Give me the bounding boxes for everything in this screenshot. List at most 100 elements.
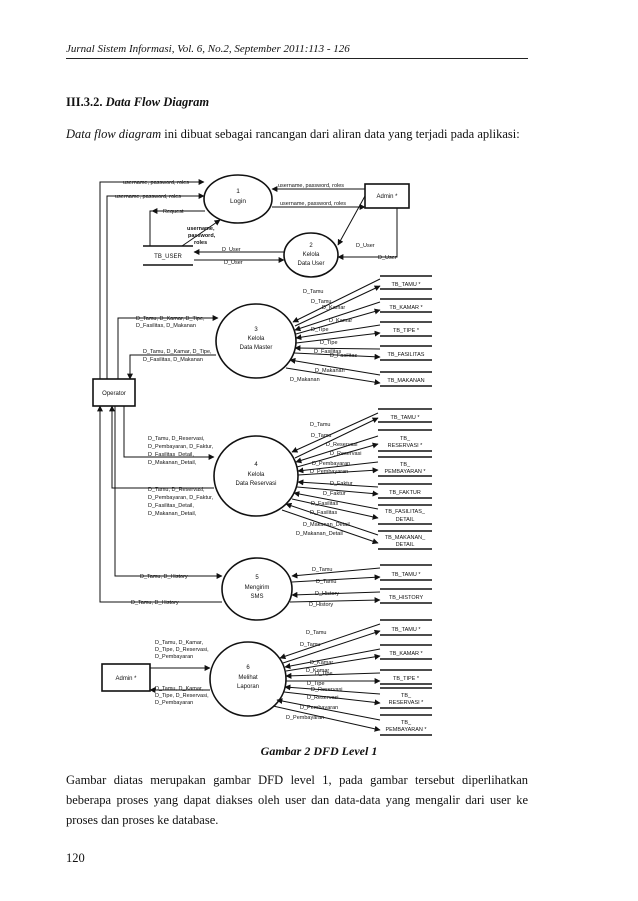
- store-reservasi-tb-makanan-detail: TB_MAKANAN_ DETAIL: [378, 530, 432, 550]
- store-reservasi-tb-pembayaran: TB_ PEMBAYARAN *: [378, 456, 432, 477]
- flow-label-m-10: D_Makanan: [290, 377, 320, 383]
- flow-label-m-2: D_Tamu: [311, 299, 331, 305]
- intro-paragraph: Data flow diagram ini dibuat sebagai ran…: [66, 124, 528, 144]
- flow-label-r-10: D_Fasilitas: [310, 510, 337, 516]
- flow-label-op-r-3: D_Fasilitas_Detail,: [148, 452, 194, 458]
- flow-label-op-m-3: D_Tamu, D_Kamar, D_Tipe,: [143, 349, 212, 355]
- flow-label-op-m-4: D_Fasilitas, D_Makanan: [143, 357, 203, 363]
- store-laporan-tb-pembayaran: TB_ PEMBAYARAN *: [380, 714, 432, 736]
- flow-label-l-6: D_Tipe: [307, 681, 325, 687]
- process-6-name-2: Laporan: [237, 684, 259, 690]
- store-reservasi-tb-faktur: TB_FAKTUR: [378, 483, 432, 499]
- flow-label-op-s-1: D_Tamu, D_History: [140, 574, 188, 580]
- intro-text: ini dibuat sebagai rancangan dari aliran…: [161, 127, 520, 141]
- process-5-name-1: Mengirim: [245, 585, 270, 591]
- flow-label-l-9: D_Pembayaran: [300, 705, 338, 711]
- process-6-number: 6: [246, 665, 250, 671]
- flow-label-l-4: D_Kamar: [306, 668, 329, 674]
- flow-label-bold-3: roles: [194, 240, 207, 246]
- flow-label-op-r-2: D_Pembayaran, D_Faktur,: [148, 444, 214, 450]
- store-reservasi-tb-pembayaran-label-2: PEMBAYARAN *: [384, 469, 426, 475]
- flow-label-duser-1: D_User: [222, 247, 241, 253]
- process-2-name-1: Kelola: [303, 252, 320, 258]
- store-laporan-tb-pembayaran-label-2: PEMBAYARAN *: [385, 727, 427, 733]
- store-master-tb-fasilitas: TB_FASILITAS: [380, 345, 432, 361]
- flow-label-l-5: D_Tipe: [315, 671, 333, 677]
- process-3-name-2: Data Master: [240, 345, 273, 351]
- entity-operator-label: Operator: [102, 391, 126, 397]
- store-reservasi-tb-fasilitas-detail-label-1: TB_FASILITAS_: [385, 509, 426, 515]
- store-reservasi-tb-tamu: TB_TAMU *: [378, 408, 432, 423]
- process-3-number: 3: [254, 327, 258, 333]
- store-laporan-tb-tipe: TB_TIPE *: [380, 669, 432, 685]
- process-4-number: 4: [254, 462, 258, 468]
- flow-label-r-5: D_Pembayaran: [312, 461, 350, 467]
- process-1-login: 1 Login: [203, 174, 273, 224]
- store-reservasi-tb-faktur-label: TB_FAKTUR: [389, 490, 421, 496]
- process-4-kelola-data-reservasi: 4 Kelola Data Reservasi: [213, 435, 299, 517]
- store-reservasi-tb-reservasi-label-2: RESERVASI *: [388, 443, 424, 449]
- flow-label-duser-3: D_User: [356, 243, 375, 249]
- process-2-number: 2: [309, 243, 313, 249]
- flow-label-ad-l-3: D_Pembayaran: [155, 654, 193, 660]
- flow-label-l-3: D_Kamar: [310, 660, 333, 666]
- process-5-name-2: SMS: [250, 594, 263, 600]
- flow-label-op-r-5: D_Tamu, D_Reservasi,: [148, 487, 205, 493]
- flow-label-op-r-8: D_Makanan_Detail,: [148, 511, 197, 517]
- flow-label-ad-l-1: D_Tamu, D_Kamar,: [155, 640, 203, 646]
- flow-label-l-7: D_Reservasi: [311, 687, 342, 693]
- flow-label-op-r-7: D_Fasilitas_Detail,: [148, 503, 194, 509]
- store-laporan-tb-kamar: TB_KAMAR *: [380, 644, 432, 660]
- store-tb-user-label: TB_USER: [154, 254, 182, 260]
- flow-label-l-2: D_Tamu: [300, 642, 320, 648]
- intro-italic-term: Data flow diagram: [66, 127, 162, 141]
- store-master-tb-tamu: TB_TAMU *: [380, 275, 432, 290]
- store-reservasi-tb-fasilitas-detail-label-2: DETAIL: [396, 517, 415, 523]
- flow-label-r-12: D_Makanan_Detail: [296, 531, 343, 537]
- store-master-tb-kamar: TB_KAMAR *: [380, 298, 432, 313]
- flow-label-duser-4: D_User: [378, 255, 397, 261]
- store-master-tb-fasilitas-label: TB_FASILITAS: [388, 352, 425, 358]
- flow-label-op-r-1: D_Tamu, D_Reservasi,: [148, 436, 205, 442]
- process-3-kelola-data-master: 3 Kelola Data Master: [215, 303, 297, 379]
- flow-label-s-4: D_History: [309, 602, 333, 608]
- page-number: 120: [66, 851, 85, 865]
- flow-label-l-10: D_Pembayaran: [286, 715, 324, 721]
- process-6-melihat-laporan: 6 Melihat Laporan: [209, 641, 287, 717]
- flow-label-s-2: D_Tamu: [316, 579, 336, 585]
- section-number: III.3.2.: [66, 95, 103, 109]
- entity-admin-top: Admin *: [364, 183, 410, 209]
- entity-admin-top-label: Admin *: [376, 194, 398, 200]
- store-master-tb-tipe: TB_TIPE *: [380, 321, 432, 337]
- entity-operator: Operator: [92, 378, 136, 407]
- store-reservasi-tb-reservasi: TB_ RESERVASI *: [378, 429, 432, 452]
- entity-admin-bottom: Admin *: [101, 663, 151, 692]
- flow-label-r-4: D_Reservasi: [330, 451, 361, 457]
- store-sms-tb-history-label: TB_HISTORY: [389, 595, 424, 601]
- store-reservasi-tb-reservasi-label-1: TB_: [400, 436, 411, 442]
- store-laporan-tb-tipe-label: TB_TIPE *: [393, 676, 420, 682]
- store-reservasi-tb-pembayaran-label-1: TB_: [400, 462, 411, 468]
- section-title: Data Flow Diagram: [105, 95, 210, 109]
- process-2-kelola-data-user: 2 Kelola Data User: [283, 232, 339, 278]
- flow-label-m-5: D_Tipe: [311, 327, 329, 333]
- flow-label-m-6: D_Tipe: [320, 340, 338, 346]
- flow-label-r-2: D_Tamu: [311, 433, 331, 439]
- process-5-number: 5: [255, 575, 259, 581]
- flow-label-ad-l-5: D_Tipe, D_Reservasi,: [155, 693, 209, 699]
- store-laporan-tb-reservasi: TB_ RESERVASI *: [380, 687, 432, 709]
- process-2-name-2: Data User: [297, 261, 324, 267]
- flow-label-request: Request: [163, 209, 184, 215]
- store-master-tb-makanan: TB_MAKANAN: [380, 371, 432, 387]
- flow-label-r-8: D_Faktur: [323, 491, 346, 497]
- figure-caption: Gambar 2 DFD Level 1: [260, 744, 378, 758]
- process-4-name-2: Data Reservasi: [235, 481, 276, 487]
- store-sms-tb-tamu: TB_TAMU *: [380, 564, 432, 581]
- flow-label-duser-2: D_User: [224, 260, 243, 266]
- process-1-name: Login: [230, 198, 246, 205]
- body-paragraph: Gambar diatas merupakan gambar DFD level…: [66, 773, 528, 827]
- store-reservasi-tb-makanan-detail-label-2: DETAIL: [396, 542, 415, 548]
- store-tb-user: TB_USER: [143, 245, 193, 266]
- process-3-name-1: Kelola: [248, 336, 265, 342]
- flow-label-s-1: D_Tamu: [312, 567, 332, 573]
